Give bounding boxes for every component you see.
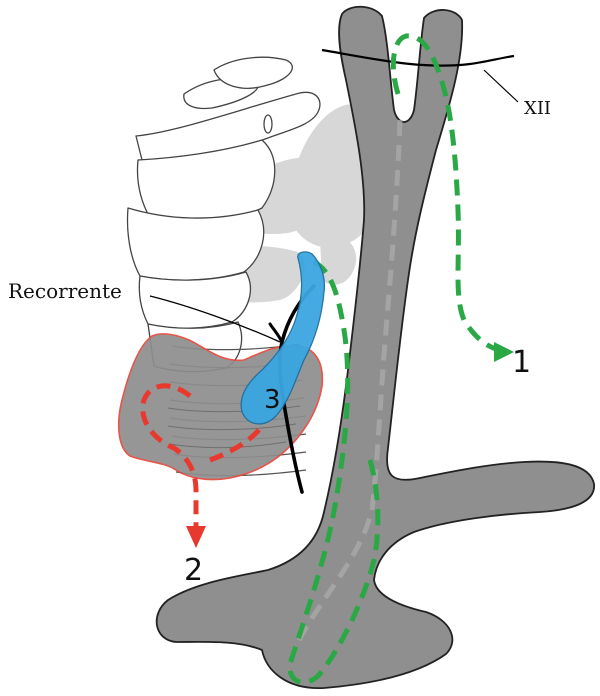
- green-arrow-1-icon: [494, 342, 514, 362]
- label-xii: XII: [524, 98, 551, 119]
- label-route-3: 3: [264, 385, 281, 415]
- label-route-1: 1: [512, 345, 531, 380]
- recurrent-nerve-branch: [270, 324, 282, 342]
- label-recorrente: Recorrente: [8, 279, 122, 303]
- xii-leader-line: [484, 70, 518, 102]
- red-arrow-2-icon: [186, 526, 206, 548]
- label-route-2: 2: [184, 553, 203, 588]
